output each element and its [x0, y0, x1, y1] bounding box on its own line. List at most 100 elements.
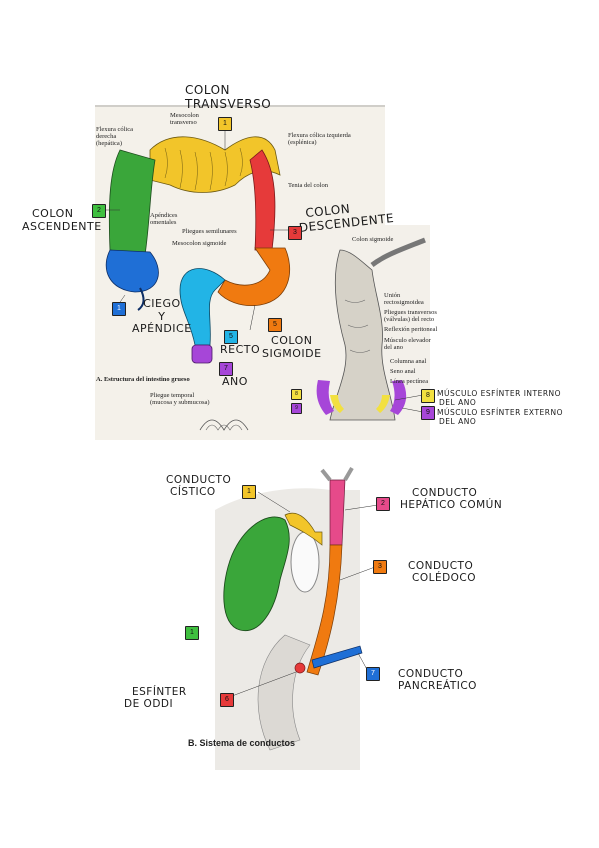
- badge-hepatic: 2: [376, 497, 390, 511]
- label-cecum-line1: CIEGO: [143, 297, 181, 310]
- large-intestine-illustration: [95, 105, 430, 440]
- text-flexura-der-2: derecha: [96, 133, 117, 141]
- badge-gallbladder: 1: [185, 626, 199, 640]
- sigmoid-colon: [217, 247, 291, 307]
- text-pliegue-temp-2: (mucosa y submucosa): [150, 399, 210, 407]
- text-elevador-2: del ano: [384, 344, 403, 352]
- text-flexura-der-1: Flexura cólica: [96, 126, 133, 133]
- badge-cecum: 1: [112, 302, 126, 316]
- text-flexura-der-3: (hepática): [96, 140, 122, 148]
- text-flexura-izq-2: (esplénica): [288, 139, 317, 147]
- cecum: [105, 249, 159, 293]
- panel-large-intestine: COLON TRANSVERSO COLON ASCENDENTE COLON …: [22, 83, 563, 440]
- internal-sphincter-left: [330, 395, 344, 413]
- label-external-sphincter: MÚSCULO ESFÍNTER EXTERNO DEL ANO: [437, 408, 563, 426]
- label-sigmoid-line2: SIGMOIDE: [262, 346, 322, 360]
- label-hepatic-line1: CONDUCTO: [412, 487, 478, 499]
- label-internal-line1: MÚSCULO ESFÍNTER INTERNO: [437, 389, 562, 398]
- sphincter-of-oddi: [294, 662, 306, 674]
- label-ascending-line2: ASCENDENTE: [22, 219, 102, 233]
- pancreatic-duct: [311, 645, 363, 669]
- badge-descending: 3: [288, 226, 302, 240]
- label-anus: ANO: [222, 375, 248, 388]
- label-cystic-duct: CONDUCTO CÍSTICO: [166, 474, 231, 498]
- text-pliegue-temp-1: Pliegue temporal: [150, 392, 195, 399]
- text-mesocolon-transverso: Mesocolon transverso: [170, 112, 199, 126]
- common-hepatic-duct: [329, 479, 346, 546]
- badge-rectum: 5: [224, 330, 238, 344]
- cystic-duct: [284, 512, 323, 546]
- anal-canal: [191, 344, 213, 364]
- label-bile-line2: COLÉDOCO: [412, 572, 477, 585]
- text-pliegues-semilunares: Pliegues semilunares: [182, 228, 237, 235]
- label-common-hepatic-duct: CONDUCTO HEPÁTICO COMÚN: [400, 487, 502, 511]
- badge-anus: 7: [219, 362, 233, 376]
- label-cecum-appendix: CIEGO Y APÉNDICE: [132, 297, 192, 336]
- text-columna-anal: Columna anal: [390, 358, 427, 365]
- text-pliegue-temporal: Pliegue temporal (mucosa y submucosa): [150, 392, 210, 406]
- label-oddi-line1: ESFÍNTER: [132, 686, 187, 698]
- text-flexura-izq-1: Flexura cólica izquierda: [288, 132, 351, 139]
- text-pliegues-transversos: Pliegues transversos (válvulas) del rect…: [384, 309, 437, 323]
- text-mesocolon-sigmoide: Mesocolon sigmoide: [172, 240, 227, 247]
- label-internal-sphincter: MÚSCULO ESFÍNTER INTERNO DEL ANO: [437, 389, 562, 407]
- label-internal-line2: DEL ANO: [439, 397, 477, 407]
- text-pliegues-t-2: (válvulas) del recto: [384, 316, 435, 324]
- text-flexura-izquierda: Flexura cólica izquierda (esplénica): [288, 132, 351, 146]
- label-cecum-line2: Y: [158, 309, 166, 323]
- label-cecum-line3: APÉNDICE: [132, 322, 192, 336]
- label-bile-line1: CONDUCTO: [408, 560, 474, 572]
- text-flexura-derecha: Flexura cólica derecha (hepática): [96, 126, 133, 147]
- external-sphincter-right: [390, 380, 407, 415]
- label-ascending-line1: COLON: [32, 207, 74, 220]
- badge-cystic: 1: [242, 485, 256, 499]
- panel-bile-ducts: CONDUCTO CÍSTICO CONDUCTO HEPÁTICO COMÚN…: [0, 450, 599, 848]
- text-mesocolon-t-1: Mesocolon: [170, 112, 199, 119]
- label-hepatic-line2: HEPÁTICO COMÚN: [400, 499, 503, 512]
- badge-small-8: 8: [291, 389, 302, 400]
- label-sigmoid-colon: COLON SIGMOIDE: [262, 334, 322, 360]
- badge-oddi: 6: [220, 693, 234, 707]
- label-rectum: RECTO: [220, 343, 261, 356]
- text-seno-anal: Seno anal: [390, 368, 416, 375]
- label-pancreatic-line1: CONDUCTO: [398, 668, 464, 680]
- text-pliegues-t-1: Pliegues transversos: [384, 309, 437, 316]
- text-linea-pectinea: Línea pectínea: [390, 378, 429, 385]
- label-pancreatic-duct: CONDUCTO PANCREÁTICO: [398, 668, 477, 692]
- text-elevador-1: Músculo elevador: [384, 337, 431, 344]
- text-colon-sigmoide: Colon sigmoide: [352, 236, 394, 243]
- bile-duct-illustration: [215, 466, 379, 770]
- label-common-bile-duct: CONDUCTO COLÉDOCO: [408, 560, 476, 584]
- label-cystic-line1: CONDUCTO: [166, 474, 232, 486]
- transverse-colon: [149, 136, 281, 193]
- label-transverse-line2: TRANSVERSO: [185, 96, 272, 111]
- badge-transverse: 1: [218, 117, 232, 131]
- label-pancreatic-line2: PANCREÁTICO: [398, 680, 477, 693]
- duodenum-lumen: [290, 531, 320, 593]
- label-cystic-line2: CÍSTICO: [170, 486, 216, 499]
- badge-sigmoid: 5: [268, 318, 282, 332]
- badge-bile: 3: [373, 560, 387, 574]
- text-apendices: Apéndices omentales: [150, 212, 177, 226]
- badge-internal-sphincter: 8: [421, 389, 435, 403]
- gallbladder: [223, 516, 290, 632]
- label-oddi-line2: DE ODDI: [124, 698, 174, 711]
- badge-external-sphincter: 9: [421, 406, 435, 420]
- label-transverse-colon: COLON TRANSVERSO: [185, 83, 272, 112]
- label-sphincter-oddi: ESFÍNTER DE ODDI: [124, 686, 187, 710]
- text-elevador: Músculo elevador del ano: [384, 337, 431, 351]
- text-apendices-1: Apéndices: [150, 212, 178, 219]
- label-sigmoid-line1: COLON: [271, 334, 313, 347]
- internal-sphincter-right: [376, 395, 390, 413]
- text-union-1: Unión: [384, 292, 401, 299]
- label-ascending-colon: COLON ASCENDENTE: [22, 207, 102, 233]
- badge-pancreatic: 7: [366, 667, 380, 681]
- caption-duct-system: B. Sistema de conductos: [188, 738, 296, 748]
- text-mesocolon-t-2: transverso: [170, 119, 197, 127]
- text-union-2: rectosigmoidea: [384, 299, 424, 307]
- label-external-line1: MÚSCULO ESFÍNTER EXTERNO: [437, 408, 563, 417]
- common-bile-duct: [306, 544, 343, 676]
- label-transverse-line1: COLON: [185, 83, 231, 97]
- text-caption-a: A. Estructura del intestino grueso: [96, 376, 190, 383]
- text-tenia: Tenia del colon: [288, 182, 328, 189]
